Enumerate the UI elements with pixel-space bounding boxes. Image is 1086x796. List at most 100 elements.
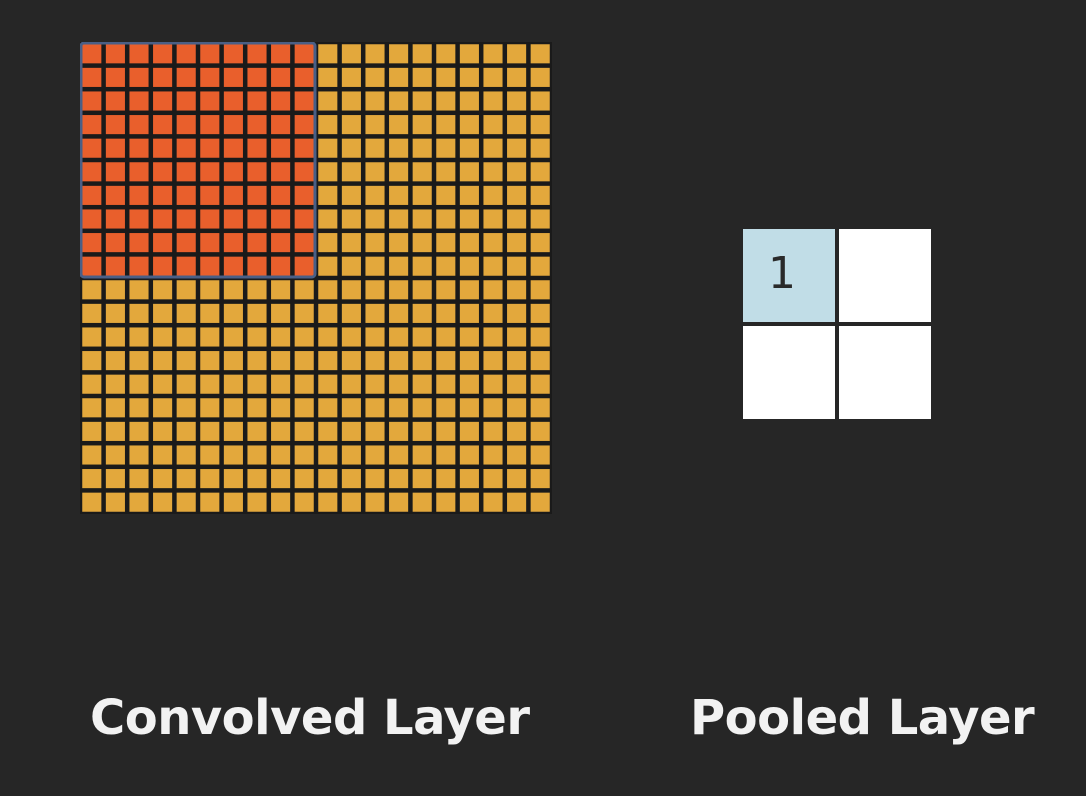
- convolved-cell: [271, 445, 291, 465]
- convolved-cell: [459, 138, 479, 158]
- convolved-cell: [507, 445, 527, 465]
- convolved-cell: [530, 374, 550, 394]
- convolved-cell: [530, 256, 550, 276]
- pooling-window-cell: [153, 256, 173, 276]
- convolved-cell: [341, 44, 361, 64]
- convolved-cell: [271, 374, 291, 394]
- pooling-window-cell: [153, 115, 173, 135]
- convolved-cell: [459, 445, 479, 465]
- convolved-cell: [247, 398, 267, 418]
- convolved-cell: [153, 492, 173, 512]
- convolved-cell: [318, 44, 338, 64]
- pooling-window-cell: [82, 115, 102, 135]
- convolved-cell: [530, 138, 550, 158]
- convolved-cell: [483, 44, 503, 64]
- convolved-cell: [459, 492, 479, 512]
- pooling-window-cell: [129, 67, 149, 87]
- pooling-window-cell: [223, 115, 243, 135]
- pooling-window-cell: [82, 91, 102, 111]
- convolved-cell: [318, 256, 338, 276]
- convolved-cell: [294, 374, 314, 394]
- pooling-window-cell: [153, 138, 173, 158]
- convolved-cell: [436, 233, 456, 253]
- pooling-window-cell: [82, 162, 102, 182]
- convolved-cell: [412, 67, 432, 87]
- convolved-cell: [200, 398, 220, 418]
- convolved-cell: [318, 421, 338, 441]
- pooling-window-cell: [129, 162, 149, 182]
- convolved-cell: [105, 303, 125, 323]
- convolved-cell: [247, 303, 267, 323]
- convolved-cell: [365, 492, 385, 512]
- pooling-window-cell: [247, 209, 267, 229]
- convolved-cell: [294, 327, 314, 347]
- convolved-cell: [412, 256, 432, 276]
- convolved-cell: [341, 469, 361, 489]
- convolved-cell: [412, 327, 432, 347]
- convolved-cell: [365, 327, 385, 347]
- convolved-cell: [200, 327, 220, 347]
- convolved-cell: [412, 162, 432, 182]
- convolved-cell: [483, 374, 503, 394]
- convolved-cell: [176, 303, 196, 323]
- convolved-cell: [483, 256, 503, 276]
- convolved-cell: [412, 303, 432, 323]
- convolved-cell: [389, 421, 409, 441]
- pooling-window-cell: [129, 233, 149, 253]
- convolved-cell: [318, 280, 338, 300]
- pooling-window-cell: [200, 115, 220, 135]
- pooling-window-cell: [82, 138, 102, 158]
- convolved-cell: [176, 469, 196, 489]
- convolved-cell: [223, 351, 243, 371]
- convolved-cell: [389, 398, 409, 418]
- pooling-window-cell: [153, 185, 173, 205]
- pooled-cell-value: 1: [768, 248, 796, 299]
- convolved-cell: [459, 327, 479, 347]
- convolved-cell: [530, 303, 550, 323]
- convolved-cell: [200, 469, 220, 489]
- convolved-cell: [129, 351, 149, 371]
- convolved-cell: [365, 67, 385, 87]
- pooling-window-cell: [105, 115, 125, 135]
- convolved-cell: [223, 374, 243, 394]
- convolved-cell: [412, 138, 432, 158]
- convolved-cell: [223, 303, 243, 323]
- convolved-cell: [318, 351, 338, 371]
- pooling-window-cell: [271, 233, 291, 253]
- convolved-cell: [483, 67, 503, 87]
- pooling-window-cell: [129, 209, 149, 229]
- convolved-cell: [389, 303, 409, 323]
- convolved-cell: [341, 209, 361, 229]
- pooling-window-cell: [294, 44, 314, 64]
- convolved-cell: [507, 233, 527, 253]
- convolved-cell: [389, 138, 409, 158]
- convolved-cell: [341, 185, 361, 205]
- convolved-cell: [507, 492, 527, 512]
- convolved-cell: [459, 303, 479, 323]
- convolved-cell: [318, 398, 338, 418]
- convolved-cell: [271, 351, 291, 371]
- convolved-cell: [365, 233, 385, 253]
- pooling-window-cell: [223, 162, 243, 182]
- convolved-cell: [530, 233, 550, 253]
- pooling-window-cell: [294, 67, 314, 87]
- convolved-cell: [483, 492, 503, 512]
- convolved-cell: [389, 162, 409, 182]
- convolved-cell: [176, 280, 196, 300]
- pooling-window-cell: [247, 233, 267, 253]
- convolved-cell: [153, 445, 173, 465]
- pooling-window-cell: [82, 256, 102, 276]
- convolved-cell: [200, 280, 220, 300]
- convolved-cell: [176, 374, 196, 394]
- convolved-cell: [436, 162, 456, 182]
- convolved-cell: [365, 256, 385, 276]
- convolved-cell: [507, 91, 527, 111]
- convolved-cell: [412, 492, 432, 512]
- pooling-window-cell: [247, 115, 267, 135]
- convolved-cell: [176, 421, 196, 441]
- convolved-cell: [459, 115, 479, 135]
- convolved-cell: [129, 445, 149, 465]
- convolved-cell: [105, 280, 125, 300]
- convolved-cell: [389, 445, 409, 465]
- pooling-window-cell: [223, 91, 243, 111]
